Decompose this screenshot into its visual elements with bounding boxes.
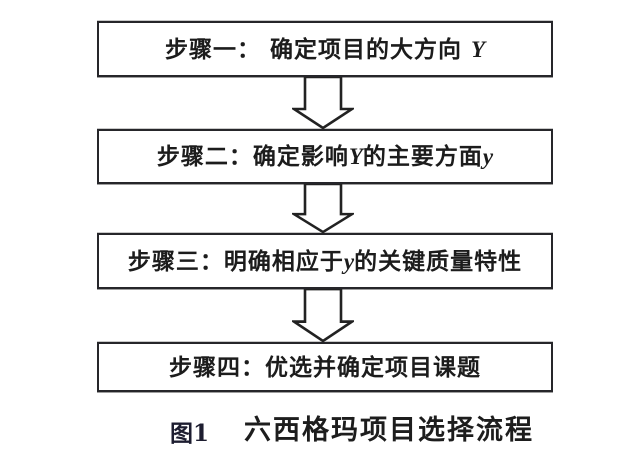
step-4-label: 步骤四：优选并确定项目课题: [169, 356, 481, 379]
figure-number-label: 图1: [170, 420, 210, 447]
step-box-1: 步骤一： 确定项目的大方向 Y: [97, 21, 553, 77]
variable-Y: Y: [348, 144, 363, 169]
down-arrow-2: [292, 184, 354, 233]
step-4-text: 步骤四：优选并确定项目课题: [169, 353, 481, 381]
figure-title: 六西格玛项目选择流程: [244, 415, 534, 446]
step-3-text-2: 的关键质量特性: [354, 247, 523, 275]
step-2-label: 步骤二：确定影响Y的主要方面y: [157, 145, 493, 168]
step-1-label: 步骤一： 确定项目的大方向 Y: [165, 38, 485, 61]
step-3-label: 步骤三：明确相应于y的关键质量特性: [128, 250, 522, 273]
figure-caption: 图1 六西格玛项目选择流程: [0, 414, 640, 454]
step-1-text: 步骤一： 确定项目的大方向: [164, 35, 471, 63]
step-box-2: 步骤二：确定影响Y的主要方面y: [97, 129, 553, 184]
step-box-4: 步骤四：优选并确定项目课题: [97, 342, 553, 392]
step-box-3: 步骤三：明确相应于y的关键质量特性: [97, 233, 553, 289]
step-2-text-1: 步骤二：确定影响: [156, 143, 349, 170]
variable-Y: Y: [470, 36, 486, 62]
down-arrow-3: [292, 289, 354, 342]
step-3-text-1: 步骤三：明确相应于: [127, 247, 344, 275]
variable-y: y: [482, 144, 494, 169]
down-arrow-1: [292, 77, 354, 129]
variable-y: y: [343, 248, 355, 274]
step-2-text-2: 的主要方面: [362, 143, 483, 170]
